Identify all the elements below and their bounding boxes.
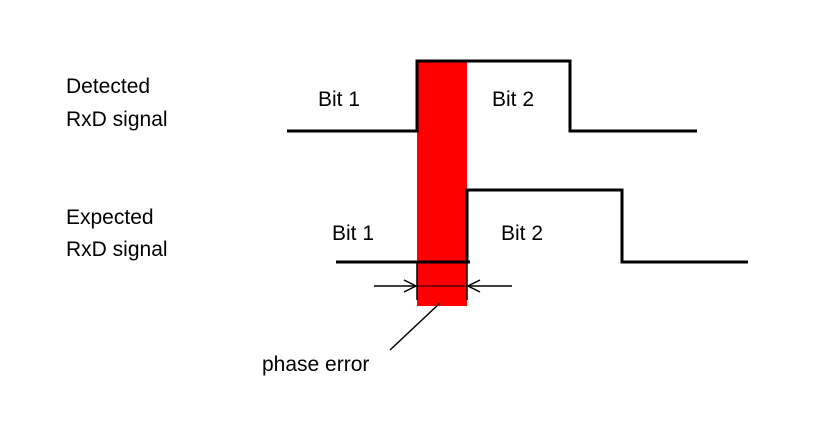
phase-error-arrowhead-right — [466, 279, 481, 293]
expected-label-line1: Expected — [66, 206, 154, 229]
detected-bit1-label: Bit 1 — [318, 88, 360, 111]
phase-error-label: phase error — [262, 353, 369, 376]
phase-error-leader — [389, 302, 441, 351]
phase-error-region — [417, 61, 467, 306]
phase-error-arrowhead-left — [403, 279, 418, 293]
detected-bit2-label: Bit 2 — [492, 88, 534, 111]
detected-rxd-waveform — [287, 59, 697, 133]
expected-bit1-label: Bit 1 — [332, 222, 374, 245]
detected-label-line1: Detected — [66, 75, 150, 98]
expected-bit2-label: Bit 2 — [501, 222, 543, 245]
detected-label-line2: RxD signal — [66, 108, 168, 131]
expected-label-line2: RxD signal — [66, 238, 168, 261]
